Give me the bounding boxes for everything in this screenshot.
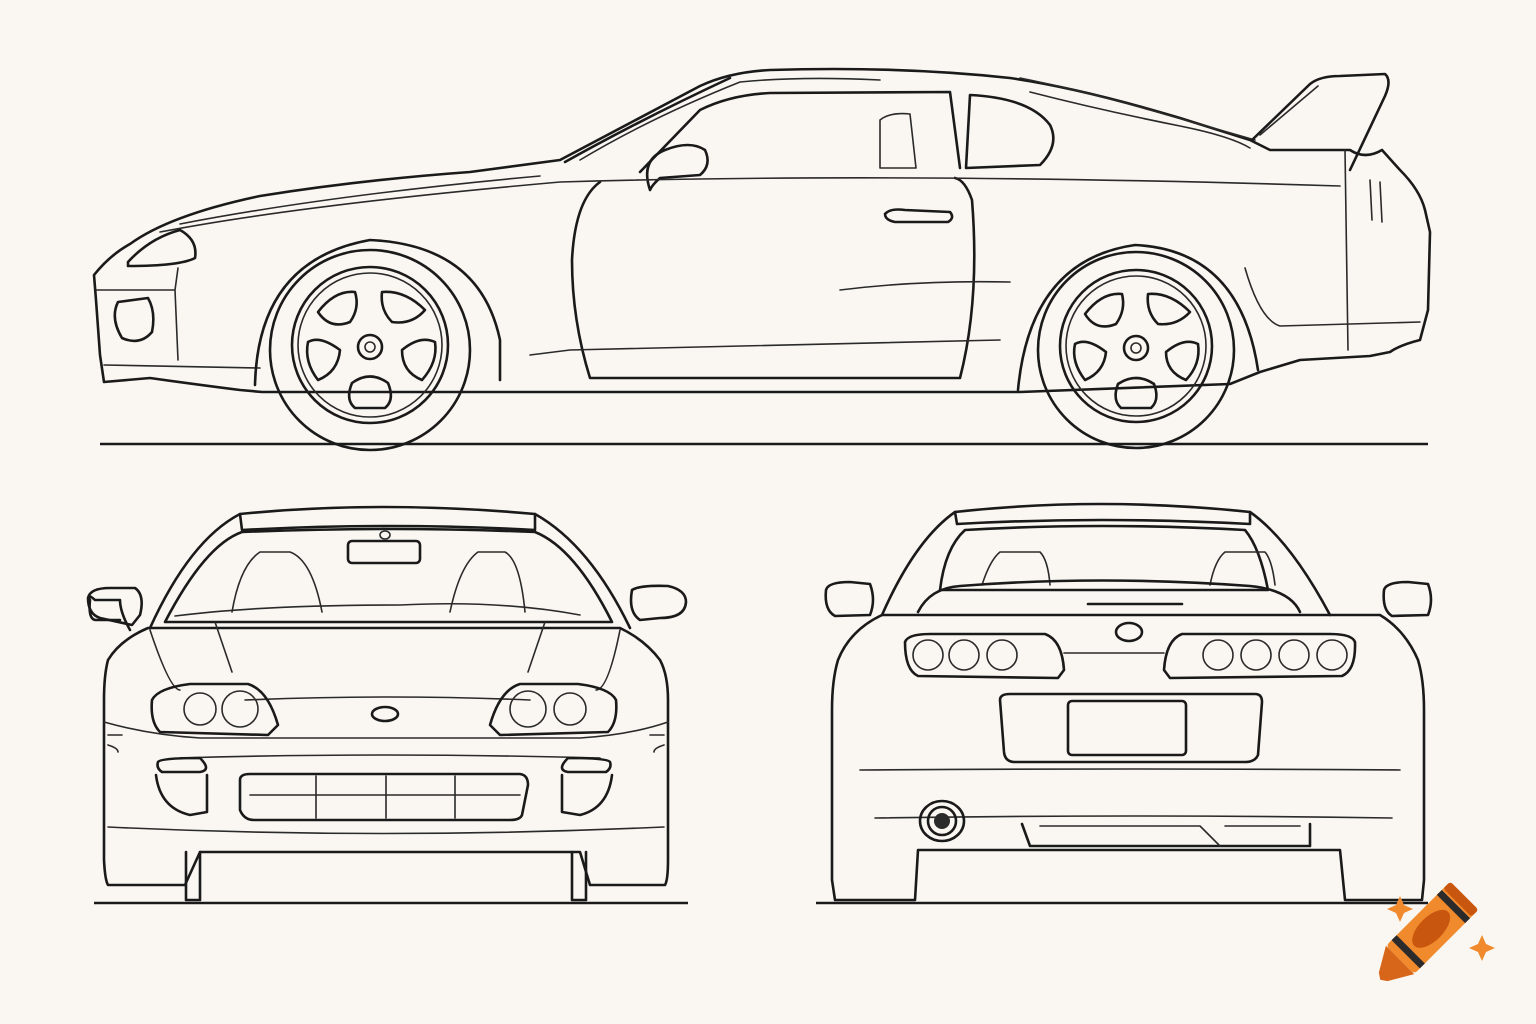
rear-seat-right (1209, 551, 1276, 586)
rear-diffuser-line (874, 815, 1393, 819)
taillight-left (903, 632, 1066, 680)
rear-quarter-window (964, 93, 1055, 170)
rear-wheel-arch (1016, 243, 1260, 392)
front-tire-right (570, 850, 588, 902)
front-grille (238, 772, 530, 822)
shoulder-line (159, 177, 1341, 233)
rear-hatch-line (1029, 91, 1251, 149)
hood-line (179, 175, 541, 225)
fog-light-left (156, 756, 208, 774)
front-side-window (638, 90, 962, 174)
spoiler-inner-line (1259, 85, 1319, 136)
fog-light-right (560, 756, 612, 774)
door-outline (570, 176, 976, 380)
taillight-right (1162, 632, 1357, 680)
front-lip-line (103, 364, 261, 369)
front-roof-outline (148, 505, 632, 630)
side-view (92, 67, 1432, 452)
mirror-left-stem (87, 594, 132, 632)
intake-left (154, 773, 209, 817)
rear-bumper-line (859, 768, 1401, 771)
hood-creases (214, 621, 546, 673)
rear-spoiler (1250, 72, 1390, 172)
front-wheel (268, 248, 472, 452)
grille-bars (249, 775, 521, 819)
front-seat-left (231, 551, 323, 613)
dashboard-line (174, 602, 581, 617)
front-view (86, 505, 688, 905)
windshield (163, 527, 614, 624)
side-fog-light (113, 296, 155, 343)
rear-wing (916, 579, 1302, 614)
side-headlight (126, 228, 197, 268)
seat-headrest (879, 112, 917, 169)
side-mirror (645, 143, 709, 192)
rear-mirror-left (824, 580, 875, 618)
exhaust-pipe (918, 799, 966, 843)
license-plate (1066, 699, 1188, 757)
rear-wheel (1036, 250, 1236, 450)
crayon-icon (1378, 882, 1495, 982)
rear-diffuser (1020, 822, 1312, 848)
rear-lower-line (1244, 267, 1421, 327)
front-bumper-lines (95, 267, 179, 361)
roof-inner-line (579, 77, 881, 161)
front-lip (107, 826, 665, 835)
rear-seat-left (981, 551, 1051, 586)
diffuser-details (1039, 825, 1301, 847)
roofline-rear (1019, 77, 1256, 141)
a-pillar (563, 76, 732, 164)
headlight-left (150, 682, 280, 737)
front-mirror-left (86, 586, 143, 627)
bumper-mid-line (179, 754, 601, 759)
front-badge (370, 705, 400, 723)
door-handle (883, 208, 954, 224)
hood-front-edge (244, 696, 531, 701)
rear-roof-outline (880, 502, 1332, 617)
rocker-line (529, 339, 1001, 356)
bumper-top-line (103, 721, 669, 739)
front-tire-left (184, 850, 202, 902)
side-markers (107, 734, 665, 753)
sparkle-icon (1469, 935, 1495, 961)
side-crease (839, 280, 1011, 291)
rear-body-outline (830, 613, 1426, 902)
rear-panel-line (1344, 149, 1349, 351)
side-body-outline (92, 67, 1432, 394)
sparkle-icon (1387, 896, 1413, 922)
front-roof-edge (238, 512, 537, 532)
rear-roof-edge (953, 510, 1252, 526)
front-wheel-arch (253, 238, 502, 387)
rear-view (816, 502, 1433, 905)
headlight-right (488, 682, 618, 737)
windshield-badge (379, 530, 391, 540)
rear-light-detail (1369, 179, 1383, 223)
license-plate-recess (998, 692, 1264, 764)
front-body-outline (102, 626, 670, 887)
intake-right (560, 773, 614, 817)
rear-mirror-right (1382, 580, 1433, 618)
front-seat-right (449, 551, 526, 613)
rear-view-mirror (346, 539, 422, 565)
front-mirror-right (629, 584, 688, 622)
rear-badge (1114, 621, 1144, 643)
rear-window (938, 524, 1270, 592)
